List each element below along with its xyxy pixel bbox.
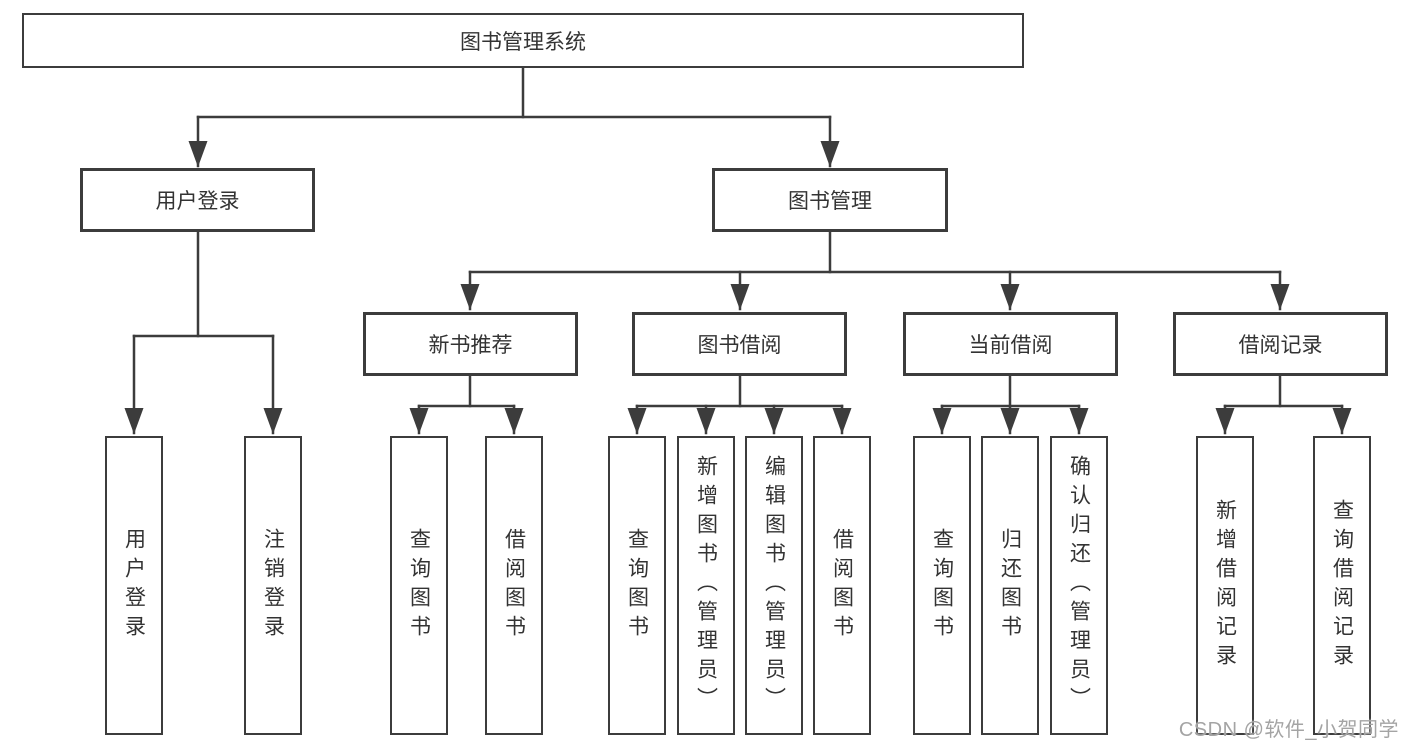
leaf-query-books: 查询图书: [608, 436, 666, 735]
node-label: 查询借阅记录: [1330, 498, 1354, 673]
node-label: 用户登录: [122, 527, 146, 644]
leaf-query-borrow-record: 查询借阅记录: [1313, 436, 1371, 735]
leaf-add-books-admin: 新增图书（管理员）: [677, 436, 735, 735]
node-label: 借阅记录: [1238, 334, 1323, 357]
node-current-borrowing: 当前借阅: [903, 312, 1118, 376]
leaf-query-books: 查询图书: [913, 436, 971, 735]
leaf-add-borrow-record: 新增借阅记录: [1196, 436, 1254, 735]
node-label: 图书管理: [788, 190, 872, 213]
node-borrowing-records: 借阅记录: [1173, 312, 1388, 376]
csdn-watermark: CSDN @软件_小贺同学: [1178, 719, 1399, 741]
node-label: 编辑图书（管理员）: [762, 455, 786, 716]
node-book-management: 图书管理: [712, 168, 948, 232]
node-book-borrowing: 图书借阅: [632, 312, 847, 376]
node-label: 借阅图书: [830, 527, 854, 644]
leaf-logout: 注销登录: [244, 436, 302, 735]
node-label: 归还图书: [998, 527, 1022, 644]
node-user-login: 用户登录: [80, 168, 315, 232]
leaf-edit-books-admin: 编辑图书（管理员）: [745, 436, 803, 735]
leaf-borrow-books: 借阅图书: [485, 436, 543, 735]
leaf-query-books: 查询图书: [390, 436, 448, 735]
leaf-user-login: 用户登录: [105, 436, 163, 735]
node-label: 注销登录: [261, 527, 285, 644]
node-label: 查询图书: [930, 527, 954, 644]
node-label: 查询图书: [407, 527, 431, 644]
node-label: 用户登录: [155, 190, 240, 213]
node-label: 确认归还（管理员）: [1067, 455, 1091, 716]
node-label: 新增借阅记录: [1213, 498, 1237, 673]
node-label: 图书管理系统: [460, 30, 586, 54]
node-new-book-recommendation: 新书推荐: [363, 312, 578, 376]
node-label: 新增图书（管理员）: [694, 455, 718, 716]
node-label: 图书借阅: [697, 334, 782, 357]
node-label: 查询图书: [625, 527, 649, 644]
leaf-return-books: 归还图书: [981, 436, 1039, 735]
node-label: 借阅图书: [502, 527, 526, 644]
node-label: 新书推荐: [428, 334, 513, 357]
node-library-management-system: 图书管理系统: [22, 13, 1024, 68]
leaf-confirm-return-admin: 确认归还（管理员）: [1050, 436, 1108, 735]
leaf-borrow-books: 借阅图书: [813, 436, 871, 735]
node-label: 当前借阅: [968, 334, 1053, 357]
